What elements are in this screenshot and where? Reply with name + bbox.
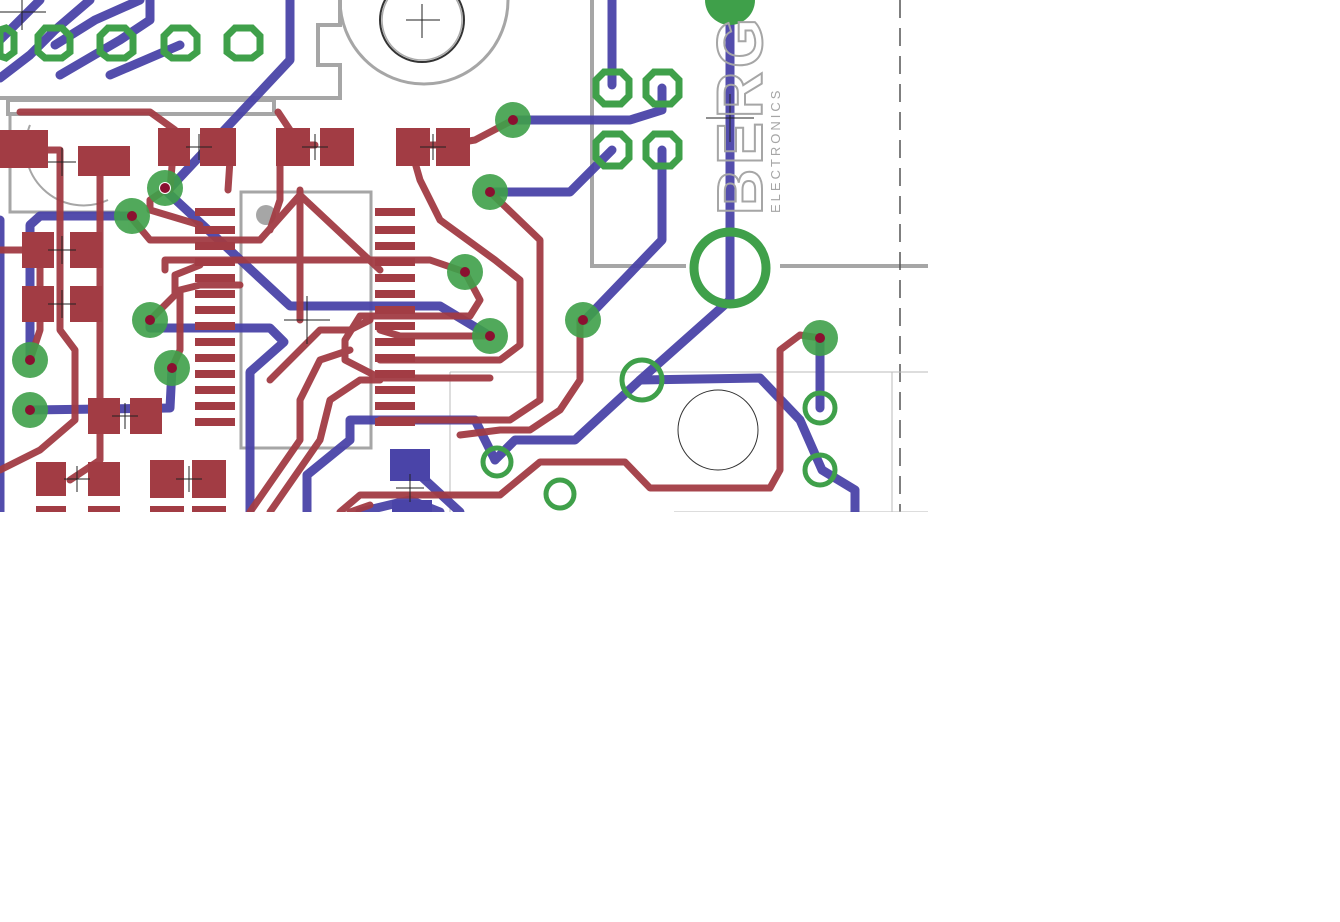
logo-brand-text: BERG <box>704 14 776 215</box>
pcb-layout-viewport[interactable]: BERG ELECTRONICS <box>0 0 928 512</box>
berg-logo: BERG ELECTRONICS <box>703 13 783 216</box>
top-smd-pads <box>0 128 470 512</box>
logo-subtitle-text: ELECTRONICS <box>768 88 783 213</box>
empty-canvas-right <box>928 0 1340 512</box>
origin-crosshairs <box>0 0 754 502</box>
empty-canvas-bottom <box>0 512 1340 922</box>
dimension-layer <box>449 0 928 512</box>
via-layer <box>0 0 838 511</box>
bottom-smd-pad <box>392 500 432 512</box>
